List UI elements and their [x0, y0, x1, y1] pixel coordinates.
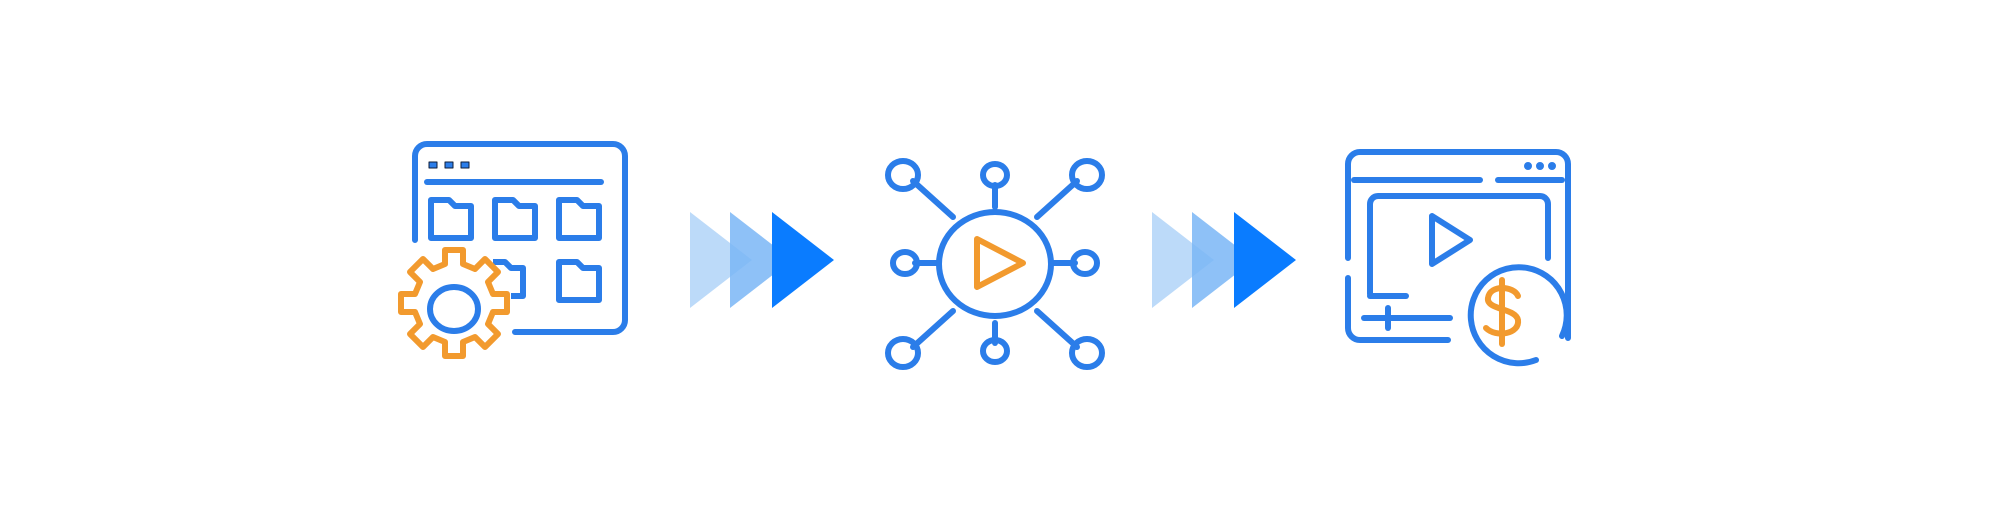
fast-forward-arrows-icon	[688, 210, 838, 310]
fast-forward-arrows-icon	[1150, 210, 1300, 310]
browser-folders-gear-icon	[375, 140, 635, 380]
video-network-hub-icon	[875, 155, 1115, 380]
video-player-dollar-icon	[1340, 148, 1580, 380]
